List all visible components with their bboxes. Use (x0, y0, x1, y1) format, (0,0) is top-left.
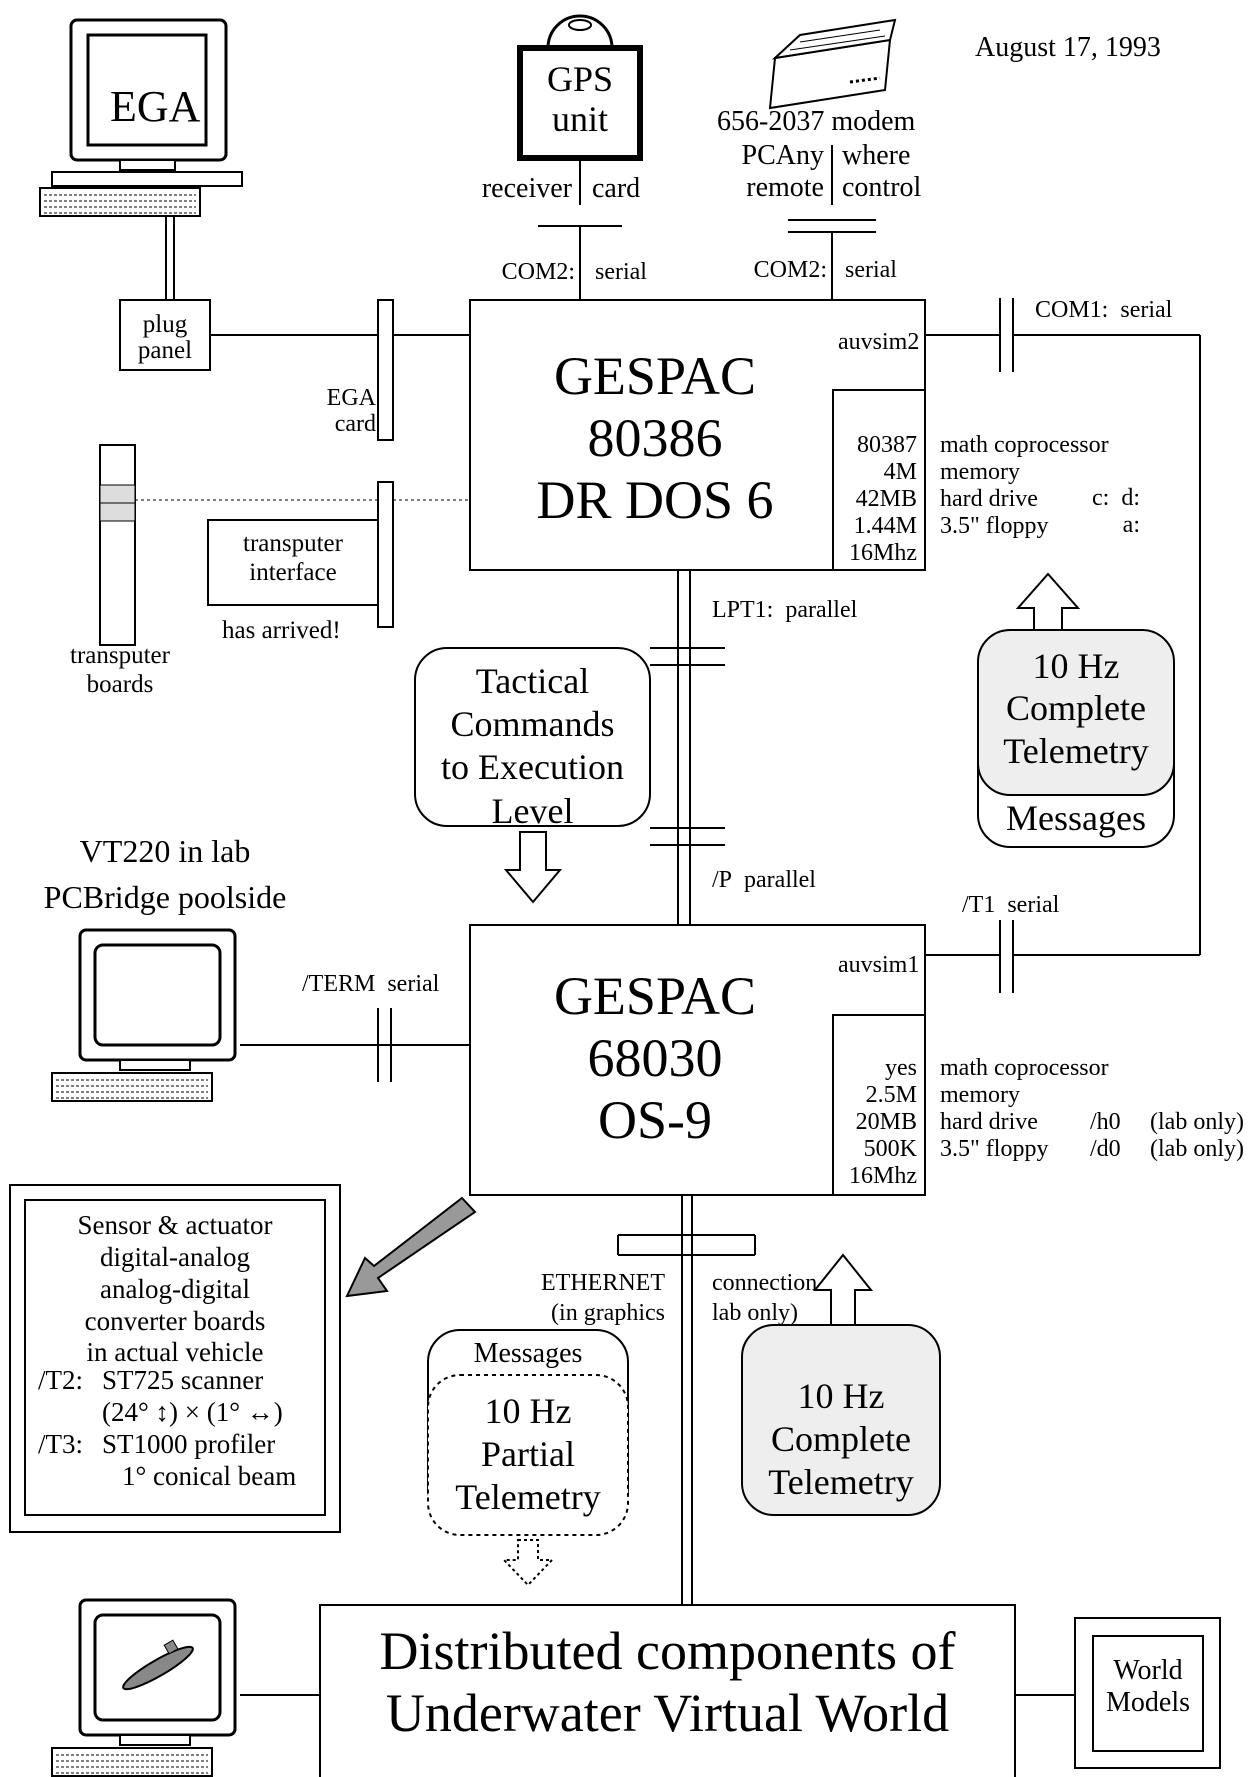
modem-port-type: serial (845, 257, 897, 283)
ega-computer-icon (39, 18, 243, 217)
gespac-68030-box (469, 924, 926, 1196)
gps-card-label: card (592, 173, 641, 204)
world-models-label: World Models (1106, 1655, 1190, 1719)
os9-host-label: auvsim1 (838, 952, 920, 978)
telemetry-bubble-bottom (741, 1324, 941, 1516)
partial-telemetry-label: 10 Hz Partial Telemetry (455, 1391, 601, 1518)
gps-port-label: COM2: (501, 259, 575, 285)
modem-number-label: 656-2037 modem (717, 106, 916, 137)
ega-card-label: EGA card (326, 385, 376, 438)
gespac-80386-box (469, 299, 926, 571)
modem-port-label: COM2: (753, 257, 827, 283)
lpt1-label: LPT1: parallel (712, 597, 858, 623)
gps-receiver-label: receiver (481, 173, 572, 204)
telemetry-top-label: 10 Hz Complete Telemetry (1003, 646, 1149, 771)
ega-screen-label: EGA (110, 82, 201, 131)
sensor-t2-port: /T2: (38, 1365, 83, 1395)
sensor-lines: Sensor & actuator digital-analog analog-… (77, 1210, 273, 1368)
gps-unit-icon (517, 14, 643, 161)
dos-title: GESPAC 80386 DR DOS 6 (536, 346, 774, 531)
transputer-interface-box (207, 519, 379, 606)
messages-top-label: Messages (1006, 798, 1146, 838)
vt220-terminal-icon (51, 928, 237, 1102)
tactical-commands-bubble (414, 647, 651, 827)
t1-label: /T1 serial (962, 892, 1060, 918)
term-label: /TERM serial (302, 971, 440, 997)
partial-telemetry-bubble (427, 1374, 629, 1536)
transputer-interface-label: transputer interface (243, 530, 343, 586)
sensor-t3-text: ST1000 profiler (102, 1429, 276, 1459)
plug-panel-label: plug panel (137, 311, 193, 365)
transputer-boards-label: transputer boards (70, 642, 170, 698)
os9-title: GESPAC 68030 OS-9 (553, 966, 757, 1151)
telemetry-bubble-top (977, 629, 1175, 796)
connection-label: connection lab only) (712, 1270, 818, 1326)
dos-spec-labels: math coprocessor memory hard drive 3.5" … (940, 432, 1109, 539)
sensor-t2-detail: (24° ↕) × (1° ↔) (102, 1397, 283, 1427)
date-label: August 17, 1993 (975, 32, 1161, 63)
sensor-actuator-box (9, 1184, 341, 1533)
dos-spec-values: 80387 4M 42MB 1.44M 16Mhz (849, 432, 917, 566)
p-parallel-label: /P parallel (712, 867, 816, 893)
transputer-boards-icon (99, 444, 136, 646)
modem-right-label: where control (842, 140, 922, 204)
sensor-t3-detail: 1° conical beam (122, 1461, 297, 1491)
dos-drive-c-d: c: d: (1092, 485, 1140, 511)
os9-spec-labels: math coprocessor memory hard drive 3.5" … (940, 1055, 1109, 1162)
telemetry-bottom-label: 10 Hz Complete Telemetry (768, 1376, 914, 1503)
dos-drive-a: a: (1122, 512, 1140, 538)
world-models-box (1074, 1617, 1221, 1769)
sensor-t3-port: /T3: (38, 1429, 83, 1459)
os9-notes: (lab only) (lab only) (1150, 1109, 1244, 1162)
com1-label: COM1: serial (1035, 297, 1173, 323)
sensor-t2-text: ST725 scanner (102, 1365, 264, 1395)
graphics-workstation-icon (51, 1598, 237, 1777)
dos-host-label: auvsim2 (838, 329, 920, 355)
partial-messages-label: Messages (473, 1338, 583, 1369)
gps-title: GPS unit (546, 59, 614, 139)
uvw-title: Distributed components of Underwater Vir… (379, 1621, 956, 1744)
uvw-box (319, 1604, 1016, 1777)
arrow-dashed-down-icon (501, 1539, 555, 1587)
os9-drives: /h0 /d0 (1090, 1109, 1121, 1162)
tactical-label: Tactical Commands to Execution Level (441, 661, 624, 831)
submarine-icon (122, 1639, 194, 1691)
vt220-label: VT220 in lab PCBridge poolside (43, 833, 287, 916)
modem-left-label: PCAny remote (741, 140, 824, 204)
arrow-down-icon (503, 831, 563, 904)
arrow-to-sensors-icon (345, 1196, 477, 1298)
ethernet-label: ETHERNET (in graphics (541, 1270, 665, 1326)
modem-icon (768, 18, 897, 110)
os9-spec-values: yes 2.5M 20MB 500K 16Mhz (849, 1055, 917, 1189)
gps-port-type: serial (595, 259, 647, 285)
transputer-status-label: has arrived! (222, 617, 341, 644)
